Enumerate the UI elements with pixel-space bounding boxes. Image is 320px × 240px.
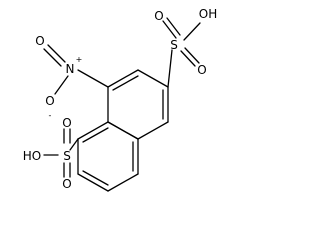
bond-c3-c4 [137, 121, 169, 140]
oxygen-atom-bottom-bottom: O [62, 177, 71, 191]
bond-n-o-bottom [54, 75, 69, 95]
bond-s-oh-top [183, 22, 201, 41]
chemical-structure-drawing: S O O OH N + O O - S O O HO [23, 7, 217, 192]
bond-s-o-top-right [180, 50, 196, 67]
bond-c8b-c4a-double [82, 127, 109, 143]
hydroxyl-top: OH [199, 7, 217, 21]
bond-c6-c7 [107, 173, 139, 192]
bond-c8b-c4a [77, 121, 109, 140]
bond-ring-s-top [167, 49, 173, 88]
bond-s-o-top-left [162, 20, 177, 39]
naphthalene-ring-a [107, 69, 169, 140]
nitro-oxygen-bottom: O [45, 94, 54, 108]
oxygen-atom-top-right: O [197, 63, 206, 77]
bond-c8a-c1-double [112, 75, 139, 91]
naphthalene-ring-b [77, 121, 139, 192]
bond-s-o-top-left-double [166, 17, 181, 36]
bond-ring-n [77, 69, 109, 88]
nitro-group: N + O O - [35, 34, 109, 120]
nitrogen-positive-charge: + [76, 55, 83, 64]
nitro-oxygen-negative-charge: - [49, 111, 52, 120]
bond-s-o-top-right-double [184, 47, 200, 64]
bond-ring-s-bottom [69, 138, 79, 151]
oxygen-atom-bottom-top: O [62, 116, 71, 130]
sulfur-atom-bottom: S [63, 149, 71, 163]
nitrogen-atom: N [66, 62, 75, 76]
bond-c7-c8 [77, 173, 109, 192]
bond-n-o-top [47, 44, 66, 63]
hydroxyl-bottom: HO [23, 149, 41, 163]
bond-c8a-c1 [107, 69, 139, 88]
bond-c7-c8-double [82, 170, 109, 186]
sulfonic-acid-bottom: S O O HO [23, 116, 79, 191]
nitro-oxygen-top: O [35, 34, 44, 48]
bond-c4a-c5 [107, 121, 139, 140]
oxygen-atom-top-left: O [154, 9, 163, 23]
sulfur-atom-top: S [170, 38, 178, 52]
bond-c1-c2 [137, 69, 169, 88]
sulfonic-acid-top: S O O OH [154, 7, 217, 88]
bond-n-o-top-double [43, 48, 62, 67]
